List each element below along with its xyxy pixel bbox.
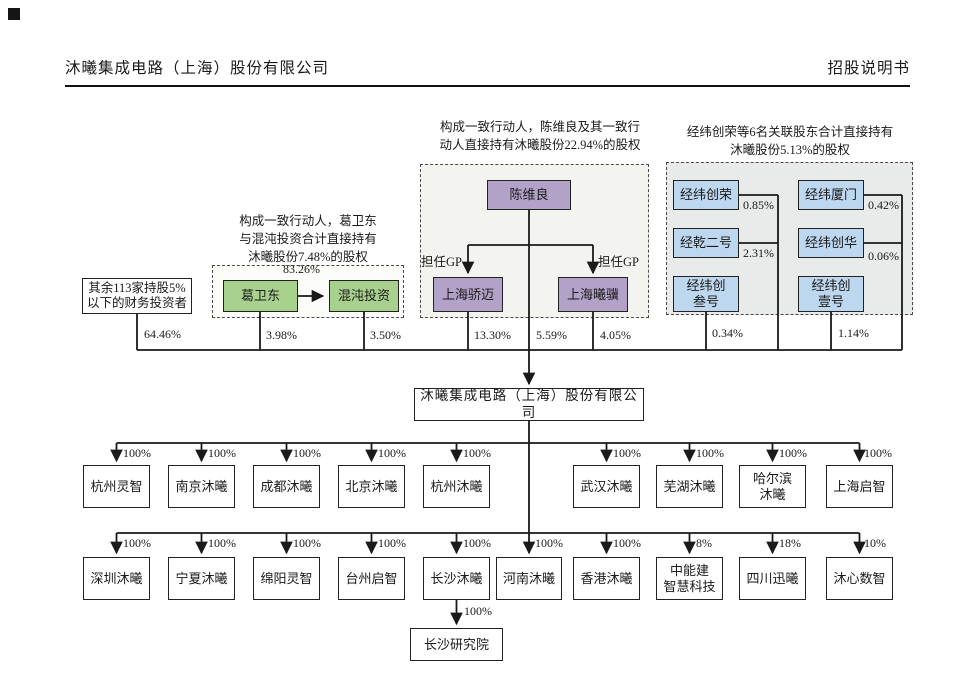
subsidiary-box-changsha-research-institute: 长沙研究院 bbox=[410, 628, 503, 661]
annotation-jingwei-group: 经纬创荣等6名关联股东合计直接持有 沐曦股份5.13%的股权 bbox=[686, 125, 894, 158]
pct-label: 0.06% bbox=[868, 249, 899, 263]
pct-label: 100% bbox=[463, 446, 491, 460]
pct-label: 100% bbox=[535, 536, 563, 550]
pct-label: 100% bbox=[123, 446, 151, 460]
entity-box-hundun-investment: 混沌投资 bbox=[329, 280, 399, 312]
pct-label-other-investors: 64.46% bbox=[144, 327, 181, 341]
pct-label: 100% bbox=[378, 536, 406, 550]
subsidiary-box-haerbin-muxi: 哈尔滨 沐曦 bbox=[739, 465, 806, 508]
subsidiary-box-shenzhen-muxi: 深圳沐曦 bbox=[83, 557, 150, 600]
subsidiary-box-henan-muxi: 河南沐曦 bbox=[496, 557, 562, 600]
pct-label-chen: 5.59% bbox=[536, 328, 567, 342]
pct-label: 0.85% bbox=[743, 198, 774, 212]
pct-label: 100% bbox=[463, 536, 491, 550]
pct-label: 100% bbox=[613, 536, 641, 550]
pct-label: 100% bbox=[779, 446, 807, 460]
pct-label: 100% bbox=[293, 446, 321, 460]
pct-label: 100% bbox=[378, 446, 406, 460]
subsidiary-box-wuhan-muxi: 武汉沐曦 bbox=[573, 465, 640, 508]
entity-box-jingwei-chuang-san: 经纬创 叁号 bbox=[673, 276, 739, 312]
pct-label: 100% bbox=[464, 604, 492, 618]
pct-label: 0.42% bbox=[868, 198, 899, 212]
subsidiary-box-ningxia-muxi: 宁夏沐曦 bbox=[168, 557, 235, 600]
subsidiary-box-nanjing-muxi: 南京沐曦 bbox=[168, 465, 235, 508]
header-doc-type-label: 招股说明书 bbox=[827, 60, 910, 77]
entity-box-jingwei-chuanghua: 经纬创华 bbox=[798, 228, 864, 258]
header-company-title: 沐曦集成电路（上海）股份有限公司 bbox=[65, 60, 330, 77]
subsidiary-box-changsha-muxi: 长沙沐曦 bbox=[423, 557, 490, 600]
pct-label-hundun: 3.50% bbox=[370, 328, 401, 342]
pct-label-ge-link: 83.26% bbox=[283, 262, 320, 276]
entity-box-shanghai-jiaomai: 上海骄迈 bbox=[433, 277, 503, 312]
pct-label-xiji: 4.05% bbox=[600, 328, 631, 342]
entity-box-ge-weidong: 葛卫东 bbox=[223, 280, 298, 312]
subsidiary-box-zhongnengjian-zhihui: 中能建 智慧科技 bbox=[656, 557, 723, 600]
pct-label: 100% bbox=[613, 446, 641, 460]
pct-label: 100% bbox=[696, 446, 724, 460]
annotation-ge-group: 构成一致行动人，葛卫东 与混沌投资合计直接持有 沐曦股份7.48%的股权 bbox=[239, 214, 377, 265]
subsidiary-box-sichuan-xunxi: 四川迅曦 bbox=[739, 557, 806, 600]
pct-label-ge-weidong: 3.98% bbox=[266, 328, 297, 342]
issuer-company-box: 沐曦集成电路（上海）股份有限公司 bbox=[414, 388, 644, 421]
subsidiary-box-chengdu-muxi: 成都沐曦 bbox=[253, 465, 320, 508]
header-divider bbox=[65, 85, 910, 87]
entity-box-shanghai-xiji: 上海曦骥 bbox=[558, 277, 628, 312]
subsidiary-box-shanghai-qizhi: 上海启智 bbox=[826, 465, 893, 508]
pct-label: 10% bbox=[864, 536, 886, 550]
subsidiary-box-mianyang-lingzhi: 绵阳灵智 bbox=[253, 557, 320, 600]
entity-box-other-investors: 其余113家持股5% 以下的财务投资者 bbox=[82, 278, 192, 314]
pct-label: 0.34% bbox=[712, 326, 743, 340]
subsidiary-box-wuhu-muxi: 芜湖沐曦 bbox=[656, 465, 723, 508]
entity-box-chen-weiliang: 陈维良 bbox=[487, 180, 571, 210]
pct-label: 2.31% bbox=[743, 246, 774, 260]
entity-box-jingwei-chuang-yi: 经纬创 壹号 bbox=[798, 276, 864, 312]
entity-box-jingwei-xiamen: 经纬厦门 bbox=[798, 180, 864, 210]
subsidiary-box-muxin-shuzhi: 沐心数智 bbox=[826, 557, 893, 600]
entity-box-jingwei-chuangrong: 经纬创荣 bbox=[673, 180, 739, 210]
pct-label: 100% bbox=[293, 536, 321, 550]
pct-label: 18% bbox=[779, 536, 801, 550]
subsidiary-box-hangzhou-muxi: 杭州沐曦 bbox=[423, 465, 490, 508]
subsidiary-box-taizhou-qizhi: 台州启智 bbox=[338, 557, 405, 600]
pct-label: 100% bbox=[208, 446, 236, 460]
subsidiary-box-hongkong-muxi: 香港沐曦 bbox=[573, 557, 640, 600]
pct-label: 100% bbox=[864, 446, 892, 460]
pct-label: 100% bbox=[123, 536, 151, 550]
pct-label-jiaomai: 13.30% bbox=[474, 328, 511, 342]
pct-label: 1.14% bbox=[838, 326, 869, 340]
pct-label: 100% bbox=[208, 536, 236, 550]
annotation-chen-group: 构成一致行动人，陈维良及其一致行 动人直接持有沐曦股份22.94%的股权 bbox=[439, 120, 641, 153]
scan-corner-artifact bbox=[8, 8, 20, 20]
gp-role-label-left: 担任GP bbox=[421, 255, 462, 269]
subsidiary-box-beijing-muxi: 北京沐曦 bbox=[338, 465, 405, 508]
gp-role-label-right: 担任GP bbox=[598, 255, 639, 269]
entity-box-jingqian-no2: 经乾二号 bbox=[673, 228, 739, 258]
pct-label: 8% bbox=[696, 536, 712, 550]
subsidiary-box-hangzhou-lingzhi: 杭州灵智 bbox=[83, 465, 150, 508]
